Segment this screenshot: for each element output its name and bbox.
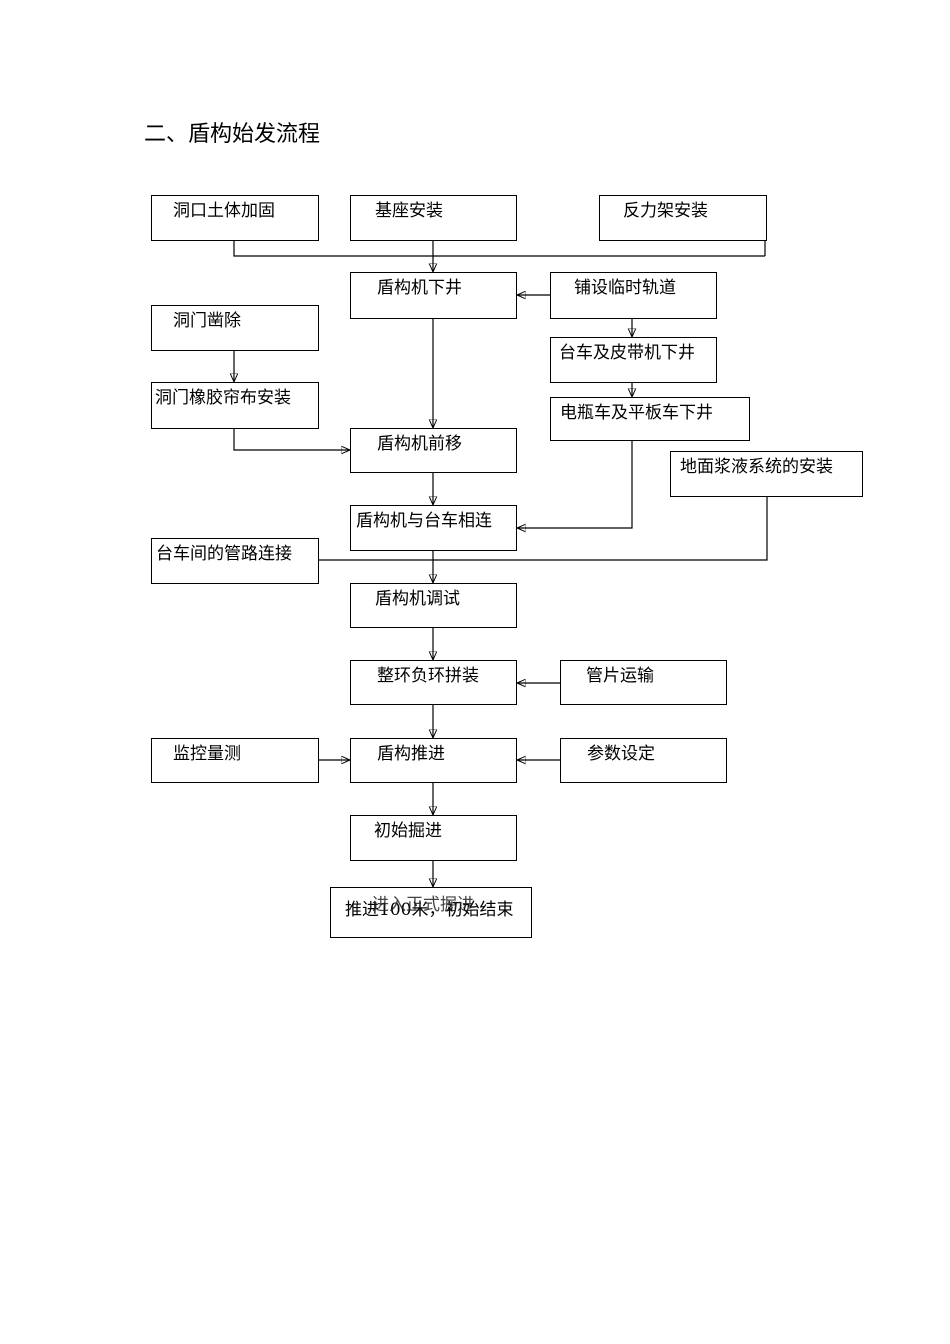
box-label: 初始掘进: [374, 821, 442, 841]
box-label: 台车间的管路连接: [156, 544, 292, 564]
box-trailer-pipeline-connection: 台车间的管路连接: [151, 538, 319, 584]
overlapping-text-formal-excavation: 进入正式掘进: [372, 895, 474, 915]
box-battery-car-lowering: 电瓶车及平板车下井: [550, 397, 750, 441]
box-label: 洞口土体加固: [173, 201, 275, 221]
box-tunnel-soil-reinforcement: 洞口土体加固: [151, 195, 319, 241]
box-label: 盾构机前移: [377, 434, 462, 454]
box-segment-transport: 管片运输: [560, 660, 727, 705]
box-monitoring-measurement: 监控量测: [151, 738, 319, 783]
box-label: 反力架安装: [623, 201, 708, 221]
box-advance-100m-end: 推进100米，初始结束: [330, 887, 532, 938]
box-negative-ring-assembly: 整环负环拼装: [350, 660, 517, 705]
box-label: 电瓶车及平板车下井: [560, 403, 713, 423]
box-label: 基座安装: [375, 201, 443, 221]
box-label: 地面浆液系统的安装: [680, 457, 833, 477]
box-label: 盾构推进: [377, 744, 445, 764]
box-tunnel-door-chiseling: 洞门凿除: [151, 305, 319, 351]
box-label: 台车及皮带机下井: [559, 343, 695, 363]
box-parameter-setting: 参数设定: [560, 738, 727, 783]
box-label: 盾构机调试: [375, 589, 460, 609]
box-label: 参数设定: [587, 744, 655, 764]
box-label: 监控量测: [173, 744, 241, 764]
box-label: 洞门凿除: [173, 311, 241, 331]
box-reaction-frame-installation: 反力架安装: [599, 195, 767, 241]
box-label: 铺设临时轨道: [574, 278, 676, 298]
box-tbm-advance: 盾构推进: [350, 738, 517, 783]
box-initial-excavation: 初始掘进: [350, 815, 517, 861]
page-title: 二、盾构始发流程: [144, 122, 321, 147]
box-label: 盾构机与台车相连: [356, 511, 492, 531]
box-tbm-lowering: 盾构机下井: [350, 272, 517, 319]
box-label: 管片运输: [586, 666, 654, 686]
box-tbm-trailer-connection: 盾构机与台车相连: [350, 505, 517, 551]
box-base-installation: 基座安装: [350, 195, 517, 241]
box-tbm-forward-move: 盾构机前移: [350, 428, 517, 473]
box-tbm-commissioning: 盾构机调试: [350, 583, 517, 628]
box-label: 盾构机下井: [377, 278, 462, 298]
box-label: 洞门橡胶帘布安装: [155, 388, 291, 408]
box-temporary-track-laying: 铺设临时轨道: [550, 272, 717, 319]
box-label: 整环负环拼装: [377, 666, 479, 686]
box-trailer-belt-lowering: 台车及皮带机下井: [550, 337, 717, 383]
box-grout-system-installation: 地面浆液系统的安装: [670, 451, 863, 497]
box-rubber-curtain-installation: 洞门橡胶帘布安装: [151, 382, 319, 429]
box-label: 推进100米，初始结束: [345, 900, 514, 920]
